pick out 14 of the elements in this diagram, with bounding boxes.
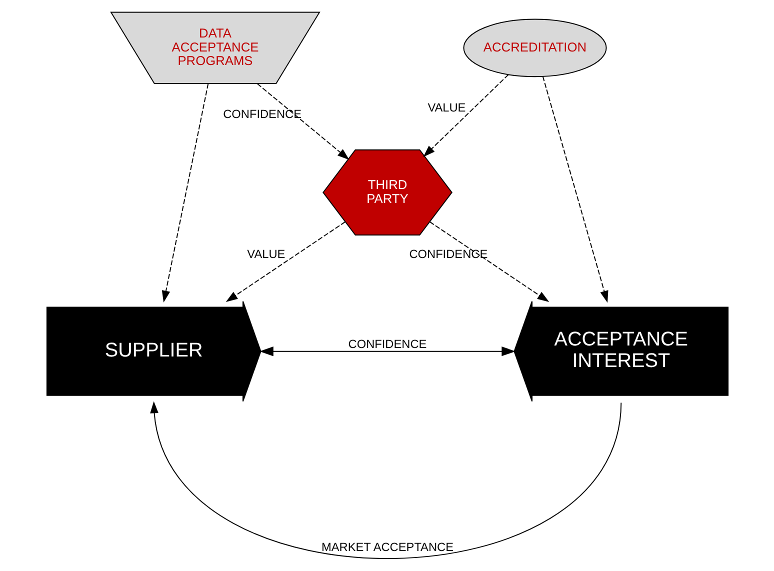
arrow (225, 221, 346, 302)
arrow (428, 221, 549, 302)
arrow (161, 83, 208, 303)
edge-label: CONFIDENCE (408, 247, 488, 262)
arrow (259, 346, 516, 356)
arrow (542, 76, 608, 303)
arrow (256, 83, 349, 160)
node-ellipse: ACCREDITATION (462, 18, 606, 78)
edge-label: CONFIDENCE (222, 107, 302, 122)
edge-label: CONFIDENCE (348, 336, 426, 351)
edge-label: VALUE (427, 100, 466, 115)
edge-label: VALUE (246, 247, 285, 262)
edge-label: MARKET ACCEPTANCE (320, 540, 454, 554)
arrow (422, 74, 508, 157)
